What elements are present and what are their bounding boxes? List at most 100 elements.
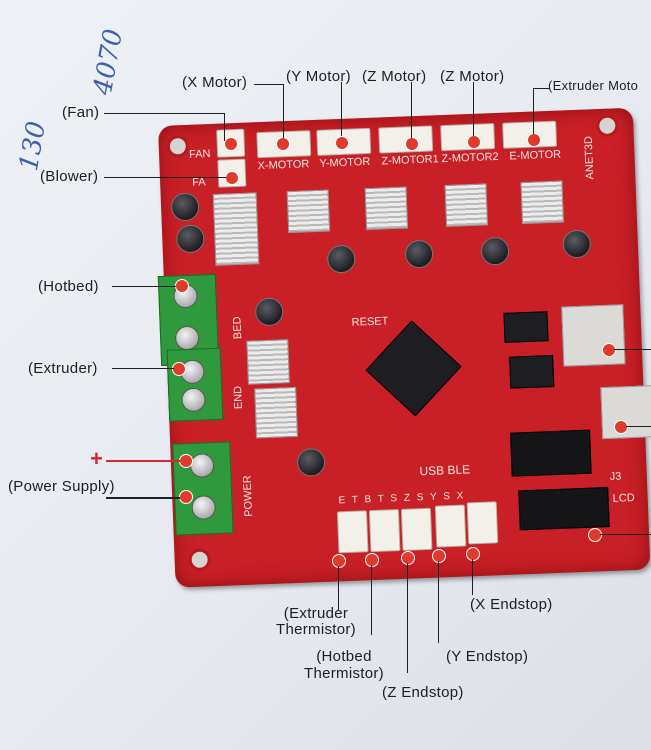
usb-leader — [626, 426, 651, 427]
silk-j3: J3 — [609, 470, 622, 483]
z-motor1-label: (Z Motor) — [362, 68, 427, 85]
capacitor — [296, 447, 326, 477]
capacitor — [170, 192, 200, 222]
hotbed-thermistor-label: (Hotbed Thermistor) — [304, 648, 384, 682]
blower-label: (Blower) — [40, 168, 99, 185]
screw — [174, 325, 200, 351]
x-endstop-callout-dot — [466, 547, 480, 561]
silk-e-motor: E-MOTOR — [509, 148, 562, 163]
y-endstop-callout-dot — [432, 549, 446, 563]
handwritten-note-top: 4070 — [88, 26, 130, 98]
driver-heatsink — [364, 186, 409, 231]
extruder-thermistor-callout-dot — [332, 554, 346, 568]
silk-brand: ANET3D — [582, 135, 597, 180]
e-motor-callout-dot — [527, 133, 541, 147]
hotbed-callout-dot — [175, 279, 189, 293]
microcontroller-chip — [365, 320, 462, 417]
x-motor-leader — [254, 84, 284, 85]
extruder-leader — [112, 368, 174, 369]
j3-header — [510, 429, 592, 477]
x-motor-label: (X Motor) — [182, 74, 248, 91]
z-motor1-leader — [411, 82, 412, 138]
silk-z-motor1: Z-MOTOR1 — [381, 153, 439, 168]
hotbed-thermistor-connector — [368, 509, 401, 553]
extruder-label: (Extruder) — [28, 360, 98, 377]
capacitor — [254, 297, 284, 327]
z-endstop-callout-dot — [401, 551, 415, 565]
x-endstop-connector — [466, 501, 499, 545]
power-minus-leader — [106, 497, 180, 499]
y-motor-label: (Y Motor) — [286, 68, 351, 85]
driver-chip — [503, 311, 549, 343]
silk-usb-ble: USB BLE — [419, 462, 471, 479]
silk-x-motor: X-MOTOR — [257, 158, 310, 173]
sd-callout-dot — [602, 343, 616, 357]
handwritten-note-left: 130 — [14, 119, 53, 174]
fan-leader — [224, 113, 225, 141]
extruder-thermistor-label: (Extruder Thermistor) — [276, 605, 356, 638]
e-motor-leader — [533, 88, 534, 134]
fan-leader — [104, 113, 224, 114]
x-endstop-leader — [472, 559, 473, 595]
y-motor-callout-dot — [335, 136, 349, 150]
blower-callout-dot — [225, 171, 239, 185]
extruder-thermistor-leader — [338, 566, 339, 610]
fan-label: (Fan) — [62, 104, 100, 121]
z-endstop-leader — [407, 563, 408, 673]
z-endstop-label: (Z Endstop) — [382, 684, 464, 701]
mosfet-heatsink — [254, 386, 299, 439]
lcd-callout-dot — [588, 528, 602, 542]
mount-hole — [188, 548, 212, 572]
extruder-thermistor-connector — [336, 510, 369, 554]
x-motor-leader — [283, 84, 284, 138]
x-motor-callout-dot — [276, 137, 290, 151]
fan-callout-dot — [224, 137, 238, 151]
y-motor-leader — [341, 82, 342, 136]
screw — [189, 453, 215, 479]
screw — [191, 495, 217, 520]
z-motor2-callout-dot — [467, 135, 481, 149]
mount-hole — [166, 134, 190, 158]
sd-card-slot — [561, 304, 626, 367]
capacitor — [326, 244, 356, 274]
capacitor — [175, 224, 205, 254]
lcd-leader — [600, 534, 651, 535]
driver-heatsink — [444, 183, 489, 228]
driver-heatsink — [286, 189, 331, 234]
y-endstop-leader — [438, 561, 439, 643]
silk-fan: FAN — [188, 148, 211, 161]
silk-bed: BED — [231, 316, 245, 340]
silk-endstop-pins: E T B T S Z S Y S X — [338, 490, 466, 507]
z-endstop-connector — [400, 507, 433, 551]
mount-hole — [595, 114, 619, 138]
hotbed-thermistor-leader — [371, 565, 372, 635]
x-endstop-label: (X Endstop) — [470, 596, 553, 613]
silk-z-motor2: Z-MOTOR2 — [441, 150, 499, 166]
power-plus-label: + — [90, 446, 104, 471]
y-endstop-label: (Y Endstop) — [446, 648, 529, 665]
z-motor1-callout-dot — [405, 137, 419, 151]
blower-leader — [104, 177, 226, 178]
z-motor2-label: (Z Motor) — [440, 68, 505, 85]
power-supply-label: (Power Supply) — [8, 478, 115, 495]
y-endstop-connector — [434, 504, 467, 548]
capacitor — [562, 229, 592, 259]
driver-heatsink — [520, 180, 565, 225]
hotbed-thermistor-callout-dot — [365, 553, 379, 567]
mosfet-heatsink — [246, 339, 290, 385]
usb-callout-dot — [614, 420, 628, 434]
hotbed-label: (Hotbed) — [38, 278, 99, 295]
driver-chip — [509, 355, 555, 389]
capacitor — [480, 236, 510, 266]
silk-lcd: LCD — [612, 491, 635, 505]
lcd-header — [518, 486, 610, 531]
extruder-terminal — [166, 347, 224, 422]
silk-end: END — [232, 385, 245, 410]
silk-fan2: FA — [191, 176, 206, 189]
sd-leader — [614, 349, 651, 350]
silk-power: POWER — [241, 475, 256, 518]
hotbed-leader — [112, 286, 176, 287]
extruder-callout-dot — [172, 362, 186, 376]
silk-reset: RESET — [351, 315, 389, 329]
z-motor2-leader — [473, 82, 474, 136]
